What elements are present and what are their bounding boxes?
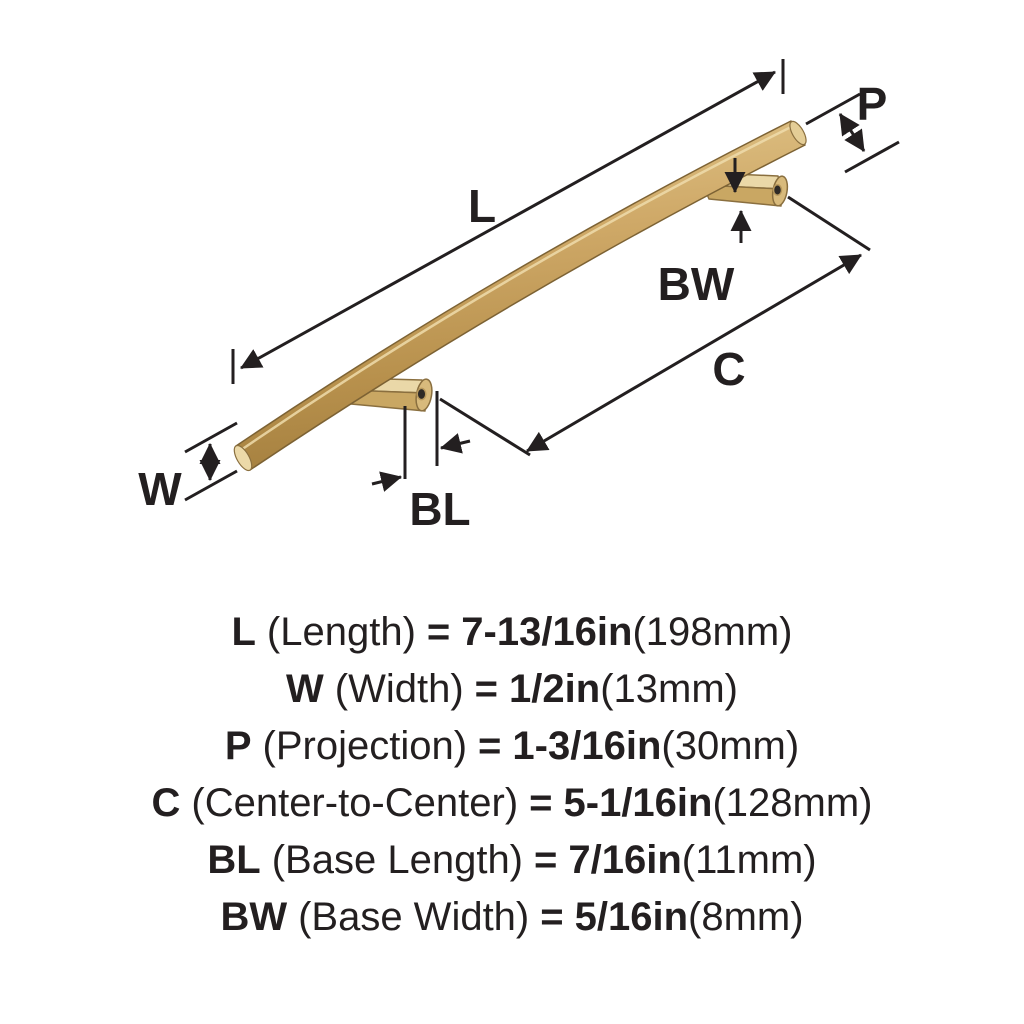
spec-value: 5-1/16in [563, 781, 713, 825]
spec-list: L (Length) = 7-13/16in (198mm) W (Width)… [0, 604, 1024, 946]
spec-metric: (198mm) [632, 610, 793, 654]
dim-base-width [724, 158, 752, 243]
label-W: W [138, 463, 182, 515]
spec-metric: (11mm) [681, 838, 817, 882]
spec-metric: (30mm) [661, 724, 800, 768]
spec-name: (Center-to-Center) [191, 781, 519, 825]
label-L: L [468, 180, 496, 232]
spec-equals: = [529, 781, 553, 825]
spec-name: (Base Width) [298, 895, 530, 939]
spec-value: 1/2in [509, 667, 601, 711]
spec-metric: (13mm) [600, 667, 738, 711]
upper-screw-hole [772, 184, 783, 196]
spec-abbr: L [231, 610, 256, 654]
label-BL: BL [409, 483, 470, 535]
spec-equals: = [426, 610, 451, 654]
spec-equals: = [540, 895, 564, 939]
spec-equals: = [478, 724, 502, 768]
spec-abbr: BW [220, 895, 288, 939]
lower-screw-hole [416, 387, 427, 401]
spec-metric: (128mm) [712, 781, 873, 825]
spec-line-base-width: BW (Base Width) = 5/16in (8mm) [0, 889, 1024, 946]
spec-equals: = [534, 838, 558, 882]
spec-abbr: W [286, 667, 324, 711]
spec-metric: (8mm) [688, 895, 804, 939]
spec-abbr: C [151, 781, 181, 825]
spec-line-center-to-center: C (Center-to-Center) = 5-1/16in (128mm) [0, 775, 1024, 832]
spec-line-projection: P (Projection) = 1-3/16in (30mm) [0, 718, 1024, 775]
spec-equals: = [474, 667, 499, 711]
label-C: C [712, 343, 745, 395]
dim-projection [805, 92, 900, 174]
diagram-svg: L P BW C W BL [138, 59, 900, 535]
handle-right-end-cap [789, 120, 807, 146]
spec-value: 5/16in [574, 895, 689, 939]
spec-value: 1-3/16in [512, 724, 662, 768]
dim-center-to-center [439, 195, 871, 457]
dimension-diagram: L P BW C W BL [138, 59, 900, 535]
spec-line-width: W (Width) = 1/2in (13mm) [0, 661, 1024, 718]
spec-value: 7-13/16in [461, 610, 633, 654]
handle-left-end-cap [233, 444, 253, 472]
label-BW: BW [658, 258, 735, 310]
dim-base-length [371, 391, 471, 492]
dim-length [231, 59, 785, 384]
spec-name: (Length) [266, 610, 416, 654]
dim-width [184, 421, 238, 502]
spec-line-base-length: BL (Base Length) = 7/16in (11mm) [0, 832, 1024, 889]
spec-name: (Base Length) [271, 838, 524, 882]
spec-abbr: P [224, 724, 252, 768]
spec-line-length: L (Length) = 7-13/16in (198mm) [0, 604, 1024, 661]
label-P: P [857, 78, 888, 130]
spec-name: (Width) [334, 667, 464, 711]
spec-name: (Projection) [262, 724, 468, 768]
spec-abbr: BL [207, 838, 261, 882]
spec-value: 7/16in [568, 838, 682, 882]
